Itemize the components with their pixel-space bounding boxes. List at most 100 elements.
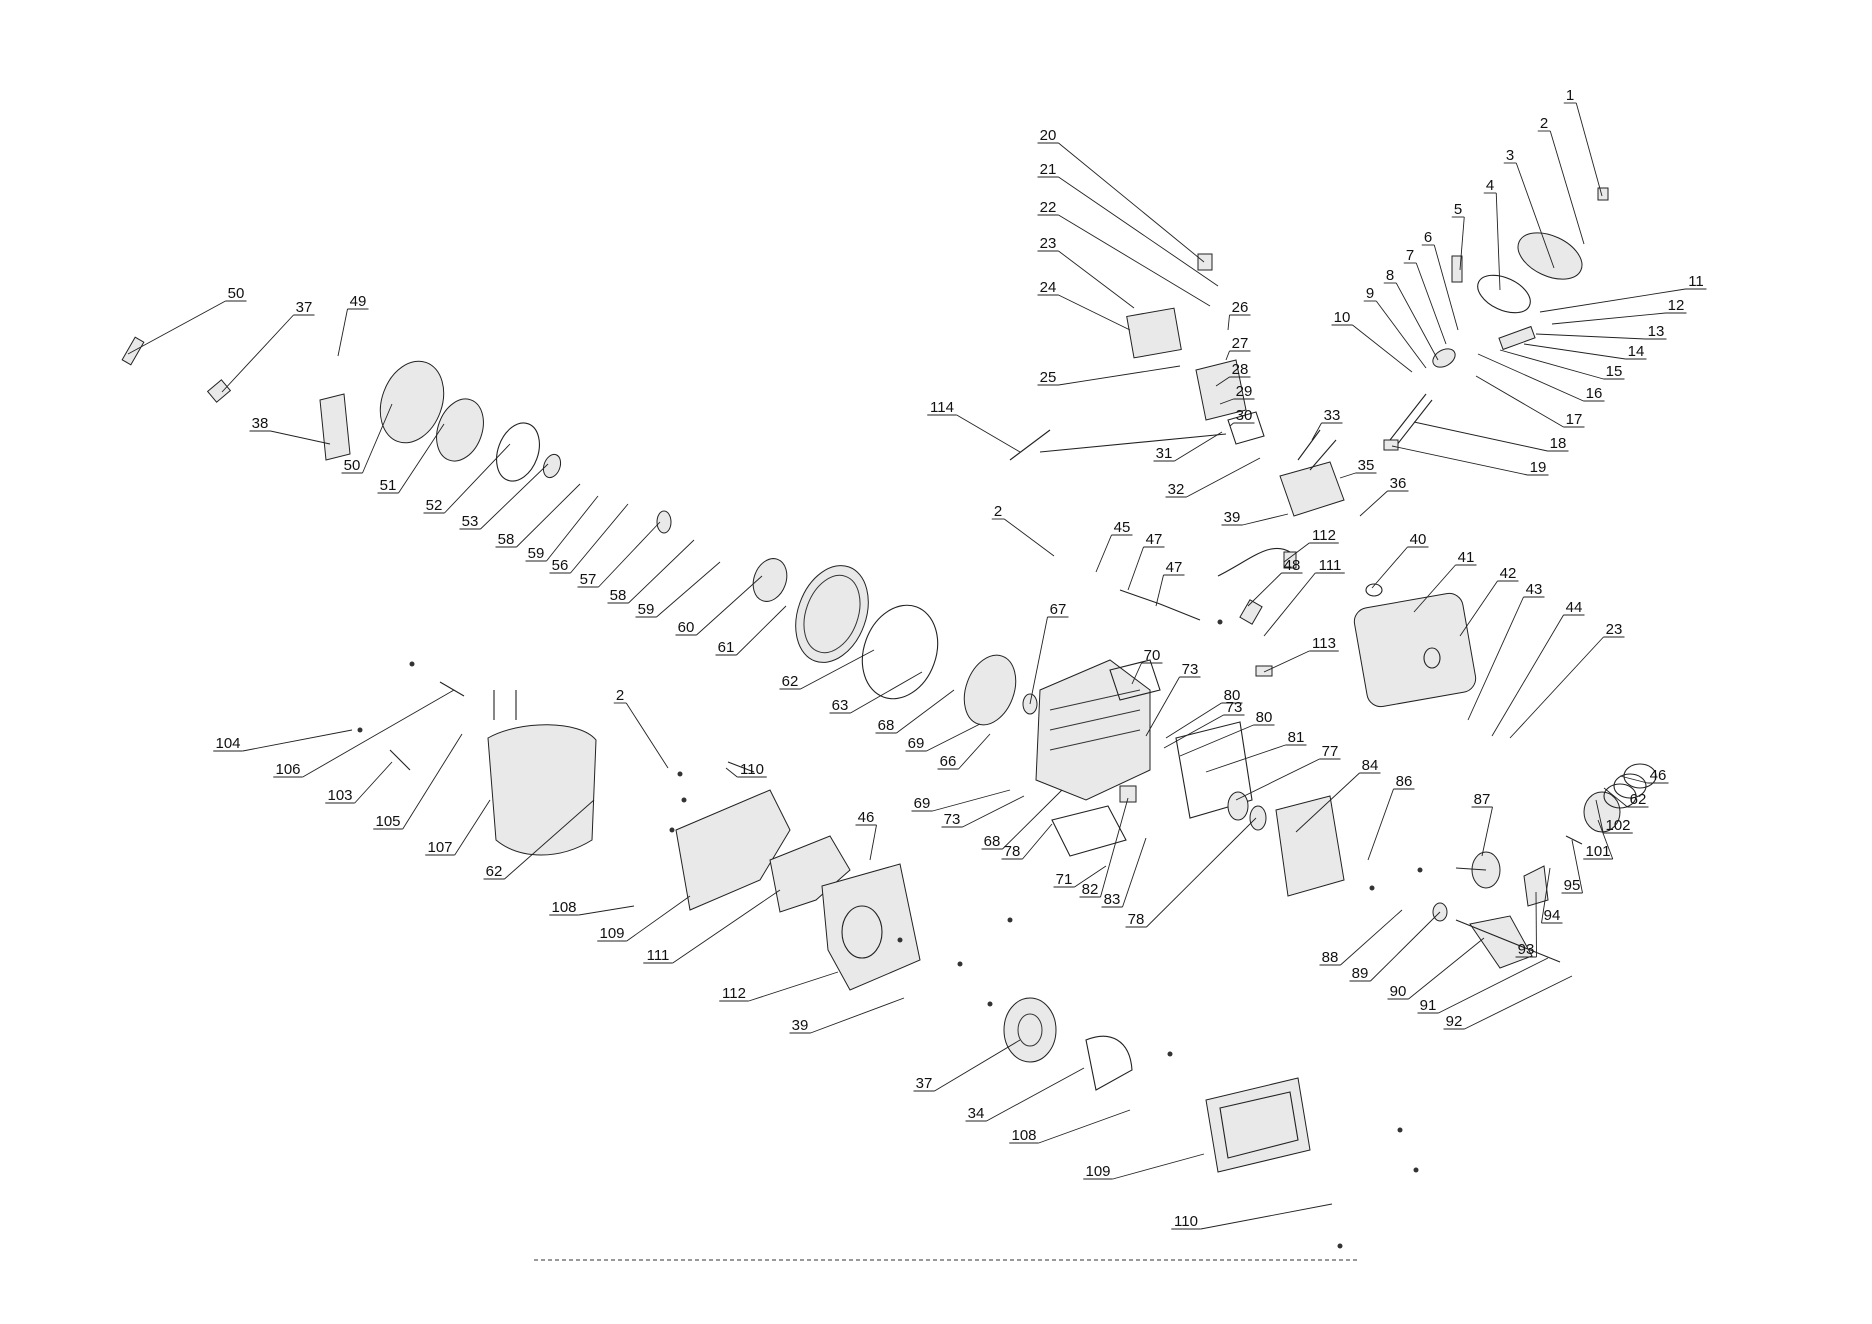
part-gasket-40 (1365, 583, 1383, 597)
leader-line-c106 (302, 689, 455, 778)
callout-c26: 26 (1232, 299, 1249, 316)
leader-line-c4 (1495, 192, 1501, 291)
leader-line-c42 (1459, 580, 1498, 637)
part-gasket-70 (1109, 659, 1161, 701)
leader-line-c110a (725, 767, 738, 778)
callout-c37b: 37 (916, 1075, 933, 1092)
leader-line-c108b (1038, 1109, 1131, 1144)
leader-line-c59b (656, 561, 721, 618)
callout-c23: 23 (1040, 235, 1057, 252)
part-bolt (1217, 619, 1223, 625)
part-gasket-4 (1477, 274, 1531, 314)
part-starter-pulley (752, 558, 788, 602)
callout-c10: 10 (1334, 309, 1351, 326)
callout-c6: 6 (1424, 229, 1432, 246)
part-intake-30 (1227, 411, 1265, 445)
part-base-plate-78 (1051, 805, 1127, 857)
leader-line-c62a (1603, 787, 1628, 808)
part-terminal-113 (1255, 665, 1273, 677)
callout-labels: 1234567891011121314151617181920212223242… (213, 87, 1707, 1230)
callout-c62b: 62 (782, 673, 799, 690)
part-ratchet (542, 453, 562, 479)
callout-c82: 82 (1082, 881, 1099, 898)
leader-line-c84 (1295, 772, 1360, 833)
leader-line-c1 (1575, 102, 1603, 197)
part-crank-cover-84 (1275, 795, 1345, 897)
leader-line-c38 (270, 430, 331, 445)
leader-line-c61 (736, 605, 787, 656)
callout-c61: 61 (718, 639, 735, 656)
callout-c113: 113 (1312, 635, 1336, 652)
callout-c91: 91 (1420, 997, 1437, 1014)
callout-c3: 3 (1506, 147, 1514, 164)
callout-c22: 22 (1040, 199, 1057, 216)
leader-line-c34 (986, 1067, 1085, 1122)
callout-c102: 102 (1605, 817, 1630, 834)
callout-c103: 103 (327, 787, 352, 804)
leader-line-c67 (1029, 616, 1048, 705)
callout-c58b: 58 (610, 587, 627, 604)
callout-c50a: 50 (228, 285, 245, 302)
callout-c35: 35 (1358, 457, 1375, 474)
callout-c46a: 46 (1650, 767, 1667, 784)
leader-line-c2b (1003, 518, 1055, 557)
callout-c70: 70 (1144, 647, 1161, 664)
leader-line-c26 (1227, 314, 1230, 331)
part-rod-103 (389, 749, 411, 771)
callout-c48: 48 (1284, 557, 1301, 574)
callout-c30: 30 (1236, 407, 1253, 424)
part-crankcase-fins-3 (1049, 729, 1141, 751)
callout-c87: 87 (1474, 791, 1491, 808)
leader-line-c82 (1100, 797, 1129, 898)
leader-line-c43 (1467, 596, 1524, 721)
callout-c110a: 110 (740, 761, 764, 778)
callout-c71: 71 (1056, 871, 1073, 888)
callout-c20: 20 (1040, 127, 1057, 144)
part-ring-102 (1603, 783, 1637, 809)
leader-line-c103 (354, 761, 393, 804)
part-cup (656, 510, 672, 534)
part-bolt (1007, 917, 1013, 923)
leader-line-c90 (1408, 937, 1485, 1000)
leader-line-c108a (578, 905, 635, 916)
callout-c92: 92 (1446, 1013, 1463, 1030)
callout-c73a: 73 (1182, 661, 1199, 678)
leader-line-c2 (1549, 130, 1585, 245)
leader-line-c16 (1477, 353, 1584, 402)
callout-c8: 8 (1386, 267, 1394, 284)
leader-line-c80a (1165, 702, 1222, 739)
callout-c36: 36 (1390, 475, 1407, 492)
leader-line-c58a (516, 483, 581, 548)
callout-c7: 7 (1406, 247, 1414, 264)
part-bolt (1413, 1167, 1419, 1173)
leader-line-c27 (1225, 350, 1230, 361)
part-crankshaft-90 (1469, 915, 1533, 969)
callout-c78b: 78 (1128, 911, 1145, 928)
leader-line-c94 (1541, 867, 1551, 924)
part-piston-101 (1583, 791, 1621, 833)
leader-line-c51 (398, 423, 445, 494)
leader-line-c91 (1438, 957, 1549, 1014)
leader-line-c47b (1155, 574, 1164, 607)
leader-line-c11 (1539, 288, 1686, 313)
leader-line-c80b (1179, 724, 1254, 757)
part-wire-114 (1009, 429, 1051, 461)
leader-line-c46a (1619, 775, 1648, 784)
part-bolt (1397, 1127, 1403, 1133)
leader-line-c63 (850, 671, 923, 714)
part-spark-plug-wire-112 (1217, 547, 1291, 577)
callout-c73b: 73 (1226, 699, 1243, 716)
callout-c89: 89 (1352, 965, 1369, 982)
leader-line-c46b (869, 824, 877, 861)
callout-c31: 31 (1156, 445, 1173, 462)
leader-line-c62c (504, 799, 595, 880)
leader-line-c88 (1340, 909, 1403, 966)
callout-c73c: 73 (944, 811, 961, 828)
leader-line-c19 (1391, 445, 1528, 476)
callout-c17: 17 (1566, 411, 1583, 428)
callout-c101: 101 (1585, 843, 1610, 860)
leader-line-c87 (1481, 806, 1493, 857)
callout-c69a: 69 (908, 735, 925, 752)
callout-c38: 38 (252, 415, 269, 432)
callout-c5: 5 (1454, 201, 1462, 218)
